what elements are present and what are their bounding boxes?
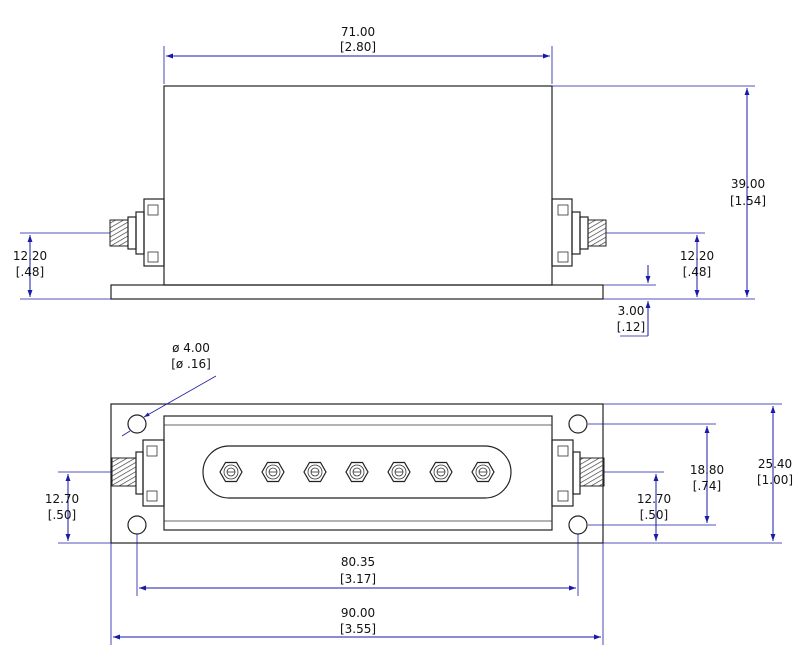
side-view: 71.00 [2.80] 39.00 [1.54] 12.20 [.48] 12… bbox=[13, 25, 766, 337]
terminal-nut bbox=[219, 461, 243, 483]
dim-overall-depth: 25.40 [1.00] bbox=[603, 403, 793, 544]
dim-hole-spacing-horizontal-mm: 80.35 bbox=[341, 555, 375, 569]
mounting-hole-bottom-left bbox=[127, 515, 147, 535]
dim-overall-length: 90.00 [3.55] bbox=[110, 543, 604, 645]
terminal-nut bbox=[387, 461, 411, 483]
mounting-hole-top-left bbox=[127, 414, 147, 434]
dim-flange-thickness: 3.00 [.12] bbox=[603, 265, 656, 337]
terminal-row bbox=[219, 461, 495, 483]
right-sma-connector bbox=[551, 198, 607, 267]
mounting-hole-top-right bbox=[568, 414, 588, 434]
terminal-nut bbox=[345, 461, 369, 483]
terminal-nut bbox=[471, 461, 495, 483]
dim-flange-thickness-mm: 3.00 bbox=[618, 304, 645, 318]
dim-right-connector-height: 12.20 [.48] bbox=[606, 232, 714, 297]
dim-side-width-mm: 71.00 bbox=[341, 25, 375, 39]
dim-left-connector-offset-in: [.50] bbox=[48, 508, 76, 522]
dim-side-height: 39.00 [1.54] bbox=[552, 85, 766, 300]
dim-hole-spacing-horizontal: 80.35 [3.17] bbox=[136, 534, 579, 596]
dim-overall-length-in: [3.55] bbox=[340, 622, 376, 636]
dim-side-height-mm: 39.00 bbox=[731, 177, 765, 191]
dim-side-width: 71.00 [2.80] bbox=[163, 25, 553, 84]
dim-left-connector-height: 12.20 [.48] bbox=[13, 232, 111, 300]
dim-side-height-in: [1.54] bbox=[730, 194, 766, 208]
mounting-hole-bottom-right bbox=[568, 515, 588, 535]
dim-hole-diameter-in: [ø .16] bbox=[171, 357, 211, 371]
dim-hole-diameter-mm: ø 4.00 bbox=[172, 341, 210, 355]
dim-right-connector-offset-in: [.50] bbox=[640, 508, 668, 522]
terminal-nut bbox=[429, 461, 453, 483]
dim-right-connector-height-mm: 12.20 bbox=[680, 249, 714, 263]
terminal-slot bbox=[202, 445, 512, 499]
dim-hole-spacing-horizontal-in: [3.17] bbox=[340, 572, 376, 586]
dim-hole-spacing-vertical: 18.80 [.74] bbox=[588, 423, 724, 526]
dim-overall-depth-mm: 25.40 bbox=[758, 457, 792, 471]
dim-hole-spacing-vertical-mm: 18.80 bbox=[690, 463, 724, 477]
dim-left-connector-offset-mm: 12.70 bbox=[45, 492, 79, 506]
dim-left-connector-height-in: [.48] bbox=[16, 265, 44, 279]
dim-right-connector-height-in: [.48] bbox=[683, 265, 711, 279]
right-sma-connector-top bbox=[551, 439, 605, 507]
top-view: ø 4.00 [ø .16] 25.40 [1.00] 18.80 [.74] … bbox=[45, 341, 793, 645]
dim-side-width-in: [2.80] bbox=[340, 40, 376, 54]
dim-left-connector-offset: 12.70 [.50] bbox=[45, 471, 112, 544]
dim-right-connector-offset: 12.70 [.50] bbox=[604, 471, 671, 541]
dim-left-connector-height-mm: 12.20 bbox=[13, 249, 47, 263]
side-housing bbox=[163, 85, 553, 286]
left-sma-connector-top bbox=[111, 439, 165, 507]
left-sma-connector bbox=[109, 198, 165, 267]
terminal-nut bbox=[303, 461, 327, 483]
dim-hole-diameter: ø 4.00 [ø .16] bbox=[121, 341, 217, 437]
dim-overall-depth-in: [1.00] bbox=[757, 473, 793, 487]
dim-right-connector-offset-mm: 12.70 bbox=[637, 492, 671, 506]
dim-hole-spacing-vertical-in: [.74] bbox=[693, 479, 721, 493]
dim-overall-length-mm: 90.00 bbox=[341, 606, 375, 620]
dim-flange-thickness-in: [.12] bbox=[617, 320, 645, 334]
side-base-flange bbox=[110, 284, 604, 300]
terminal-nut bbox=[261, 461, 285, 483]
